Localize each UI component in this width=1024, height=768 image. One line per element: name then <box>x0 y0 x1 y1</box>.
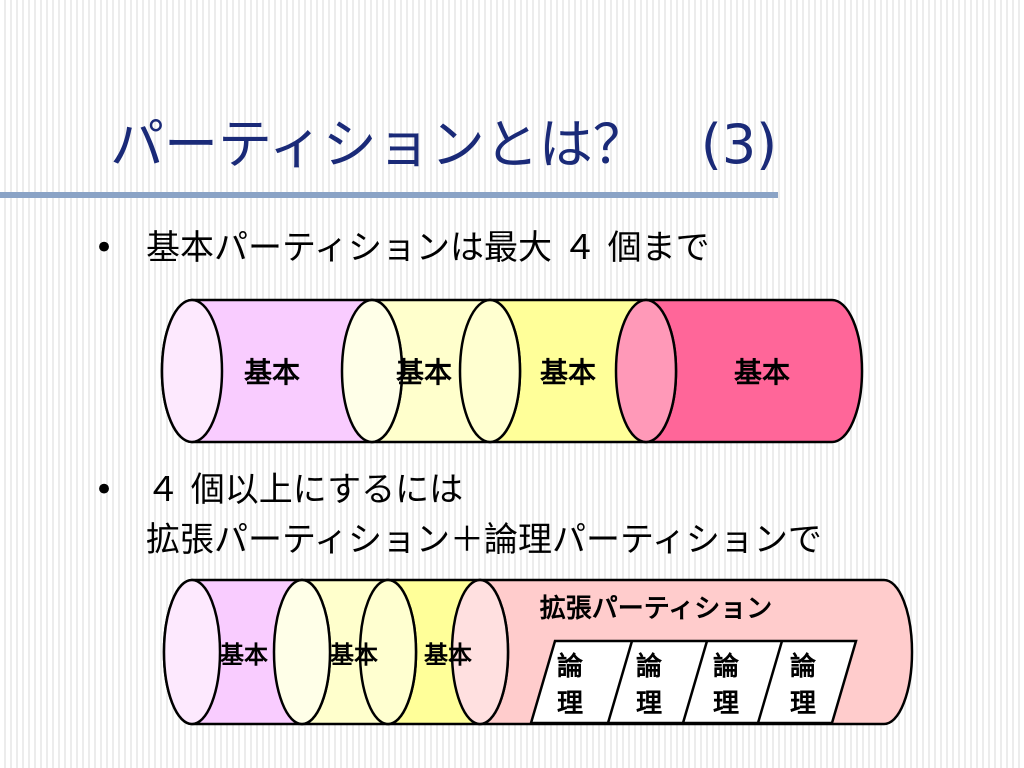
partition-end-cap <box>614 298 678 444</box>
logical-partition-label: 理 <box>713 689 739 719</box>
partition-end-cap <box>358 578 418 726</box>
partition-label: 基本 <box>244 356 300 389</box>
partition-label: 基本 <box>540 356 596 389</box>
bullet-marker: • <box>94 470 115 510</box>
extended-partition-diagram: 基本基本基本拡張パーティション論理論理論理論理 <box>162 578 914 726</box>
bullet-1: • 基本パーティションは最大 ４ 個まで <box>94 226 710 270</box>
partition-end-cap <box>162 578 222 726</box>
page-title: パーティションとは？ (3) <box>110 113 778 176</box>
partition-end-cap <box>160 298 224 444</box>
logical-partition-label: 論 <box>557 651 584 682</box>
bullet-2-line-2: 拡張パーティション＋論理パーティションで <box>146 520 822 560</box>
partition-end-cap <box>458 298 522 444</box>
bullet-2: • ４ 個以上にするには 拡張パーティション＋論理パーティションで <box>94 468 822 562</box>
partition-label: 基本 <box>396 356 452 389</box>
primary-partition-diagram: 基本 基本 基本 基本 <box>160 298 864 444</box>
logical-divider <box>606 640 634 724</box>
logical-divider <box>756 640 784 724</box>
bullet-1-text: 基本パーティションは最大 ４ 個まで <box>146 228 710 268</box>
logical-partition-label: 論 <box>713 651 740 682</box>
bullet-2-line-1: ４ 個以上にするには <box>146 470 464 510</box>
bullet-marker: • <box>94 228 115 268</box>
partition-end-cap <box>340 298 404 444</box>
extended-partition-label: 拡張パーティション <box>540 594 772 624</box>
logical-partition-label: 論 <box>636 651 663 682</box>
partition-label: 基本 <box>734 356 790 389</box>
logical-partition-label: 理 <box>636 689 662 719</box>
title-divider <box>0 192 778 198</box>
logical-divider <box>681 640 709 724</box>
partition-label: 基本 <box>220 641 268 669</box>
partition-end-cap <box>272 578 332 726</box>
extended-partition-cap <box>450 578 510 726</box>
partition-label: 基本 <box>424 641 472 669</box>
logical-partition-label: 理 <box>557 689 583 719</box>
logical-partition-label: 論 <box>790 651 817 682</box>
partition-label: 基本 <box>330 641 378 669</box>
logical-partition-label: 理 <box>790 689 816 719</box>
